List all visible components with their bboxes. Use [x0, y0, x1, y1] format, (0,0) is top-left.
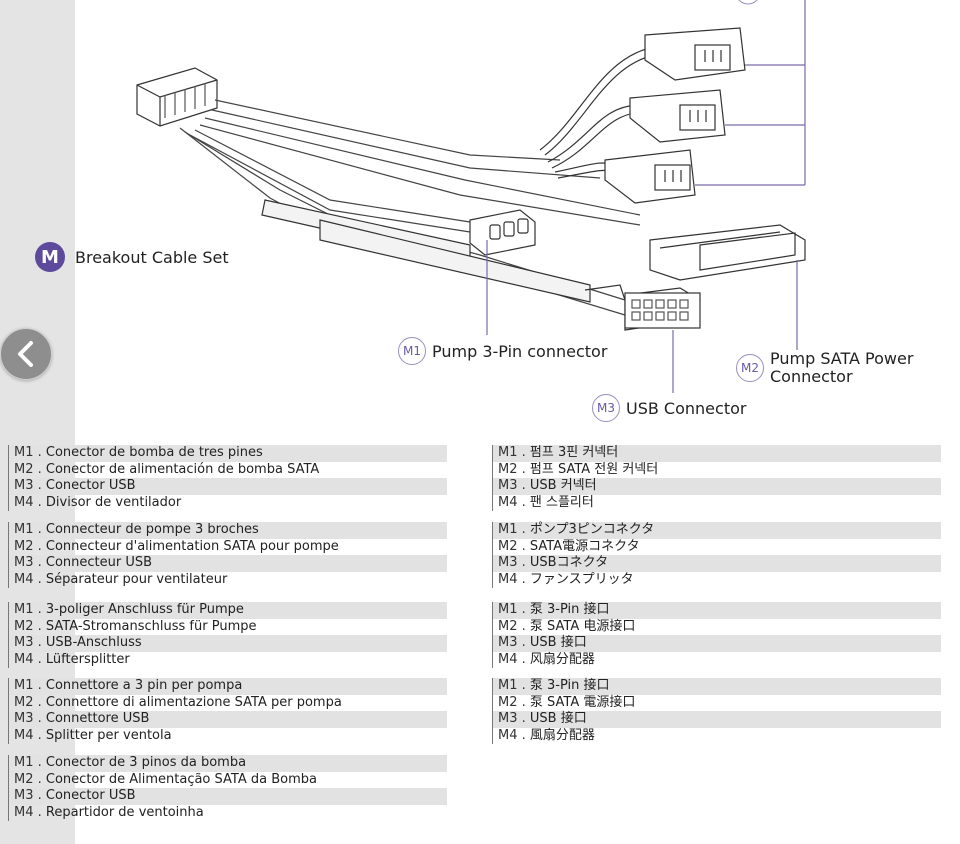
m1-label: Pump 3-Pin connector	[432, 341, 608, 361]
list-item: M4 . Divisor de ventilador	[14, 494, 182, 510]
translation-block-korean: M1 . 펌프 3핀 커넥터 M2 . 펌프 SATA 전원 커넥터 M3 . …	[492, 445, 941, 511]
list-item: M1 . 泵 3-Pin 接口	[493, 602, 941, 619]
cable-diagram	[136, 0, 806, 393]
m2-label-line2: Connector	[770, 367, 853, 386]
list-item: M2 . Conector de alimentación de bomba S…	[14, 461, 320, 477]
list-item: M1 . Connettore a 3 pin per pompa	[9, 678, 447, 695]
m2-badge: M2	[736, 354, 764, 382]
list-item: M3 . Conector USB	[9, 478, 447, 495]
m2-callout: M2 Pump SATA Power Connector	[736, 350, 913, 386]
list-item: M2 . SATA-Stromanschluss für Pumpe	[14, 618, 257, 634]
list-item: M2 . SATA電源コネクタ	[498, 538, 640, 554]
list-item: M4 . Lüftersplitter	[14, 651, 130, 667]
list-item: M3 . Connecteur USB	[9, 555, 447, 572]
translation-block-italian: M1 . Connettore a 3 pin per pompa M2 . C…	[8, 678, 447, 744]
list-item: M2 . Conector de Alimentação SATA da Bom…	[14, 771, 317, 787]
title-badge: M	[35, 242, 65, 272]
list-item: M3 . USB 커넥터	[493, 478, 941, 495]
title-callout: M Breakout Cable Set	[35, 242, 229, 272]
title-label: Breakout Cable Set	[75, 247, 229, 267]
sata-connector	[649, 224, 806, 281]
translation-block-chinese-traditional: M1 . 泵 3-Pin 接口 M2 . 泵 SATA 電源接口 M3 . US…	[492, 678, 941, 744]
translation-block-german: M1 . 3-poliger Anschluss für Pumpe M2 . …	[8, 602, 447, 668]
fan-connector-3	[604, 149, 696, 204]
list-item: M1 . Conector de bomba de tres pines	[9, 445, 447, 462]
m3-badge: M3	[592, 394, 620, 422]
list-item: M4 . ファンスプリッタ	[498, 571, 634, 587]
pump-3pin-connector	[469, 209, 536, 256]
translation-block-portuguese: M1 . Conector de 3 pinos da bomba M2 . C…	[8, 755, 447, 821]
side-panel	[0, 0, 75, 844]
list-item: M4 . Splitter per ventola	[14, 727, 172, 743]
list-item: M2 . Connecteur d'alimentation SATA pour…	[14, 538, 339, 554]
m1-callout: M1 Pump 3-Pin connector	[398, 337, 607, 365]
fan-connector-1	[644, 27, 746, 81]
list-item: M4 . 팬 스플리터	[498, 494, 594, 510]
list-item: M3 . Conector USB	[9, 788, 447, 805]
m3-callout: M3 USB Connector	[592, 394, 746, 422]
m1-badge: M1	[398, 337, 426, 365]
list-item: M1 . ポンプ3ピンコネクタ	[493, 522, 941, 539]
list-item: M1 . Conector de 3 pinos da bomba	[9, 755, 447, 772]
list-item: M3 . USB 接口	[493, 635, 941, 652]
list-item: M1 . 3-poliger Anschluss für Pumpe	[9, 602, 447, 619]
list-item: M4 . 風扇分配器	[498, 727, 595, 743]
m2-label-line1: Pump SATA Power	[770, 349, 914, 368]
list-item: M4 . Séparateur pour ventilateur	[14, 571, 228, 587]
list-item: M4 . Repartidor de ventoinha	[14, 804, 204, 820]
list-item: M3 . Connettore USB	[9, 711, 447, 728]
list-item: M2 . 泵 SATA 電源接口	[498, 694, 636, 710]
translation-block-spanish: M1 . Conector de bomba de tres pines M2 …	[8, 445, 447, 511]
m3-label: USB Connector	[626, 398, 747, 418]
list-item: M3 . USBコネクタ	[493, 555, 941, 572]
list-item: M2 . 펌프 SATA 전원 커넥터	[498, 461, 659, 477]
translation-block-chinese-simplified: M1 . 泵 3-Pin 接口 M2 . 泵 SATA 电源接口 M3 . US…	[492, 602, 941, 668]
m4-badge-partial	[738, 0, 758, 5]
list-item: M1 . 泵 3-Pin 接口	[493, 678, 941, 695]
fan-connector-2	[629, 89, 726, 143]
list-item: M1 . Connecteur de pompe 3 broches	[9, 522, 447, 539]
chevron-left-icon	[18, 341, 33, 367]
main-connector	[136, 67, 218, 127]
list-item: M1 . 펌프 3핀 커넥터	[493, 445, 941, 462]
list-item: M2 . 泵 SATA 电源接口	[498, 618, 636, 634]
list-item: M3 . USB 接口	[493, 711, 941, 728]
translation-block-japanese: M1 . ポンプ3ピンコネクタ M2 . SATA電源コネクタ M3 . USB…	[492, 522, 941, 588]
list-item: M3 . USB-Anschluss	[9, 635, 447, 652]
usb-connector	[584, 284, 701, 331]
back-button[interactable]	[0, 328, 52, 380]
translation-block-french: M1 . Connecteur de pompe 3 broches M2 . …	[8, 522, 447, 588]
list-item: M4 . 风扇分配器	[498, 651, 595, 667]
fan-splitter	[539, 27, 746, 204]
list-item: M2 . Connettore di alimentazione SATA pe…	[14, 694, 342, 710]
